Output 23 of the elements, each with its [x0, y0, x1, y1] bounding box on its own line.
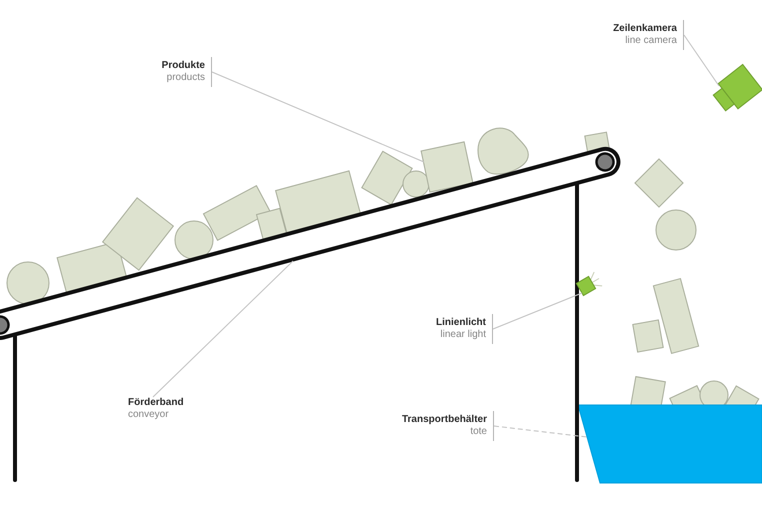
- callout-title: Linienlicht: [436, 317, 486, 329]
- leader-line: [212, 72, 424, 162]
- leader-line: [492, 292, 582, 330]
- leader-line: [152, 260, 294, 398]
- callout-subtitle: tote: [470, 426, 487, 438]
- leader-line: [494, 426, 588, 438]
- callout-label: [436, 314, 493, 344]
- callout-label: [613, 20, 684, 50]
- callout-subtitle: products: [166, 72, 205, 84]
- callout-subtitle: conveyor: [128, 409, 169, 421]
- callout-label: [402, 411, 494, 441]
- callout-label: [162, 57, 212, 87]
- camera-icon: [712, 64, 762, 112]
- product-pile: [6, 128, 610, 304]
- callout-title: Förderband: [128, 397, 184, 409]
- callout-title: Transportbehälter: [402, 414, 487, 426]
- callout-title: Zeilenkamera: [613, 23, 677, 35]
- tote-bin: [577, 404, 762, 484]
- callout-title: Produkte: [162, 60, 205, 72]
- callout-subtitle: linear light: [440, 329, 486, 341]
- callout-subtitle: line camera: [625, 35, 677, 47]
- leader-line: [684, 34, 720, 86]
- lamp-icon: [576, 272, 603, 296]
